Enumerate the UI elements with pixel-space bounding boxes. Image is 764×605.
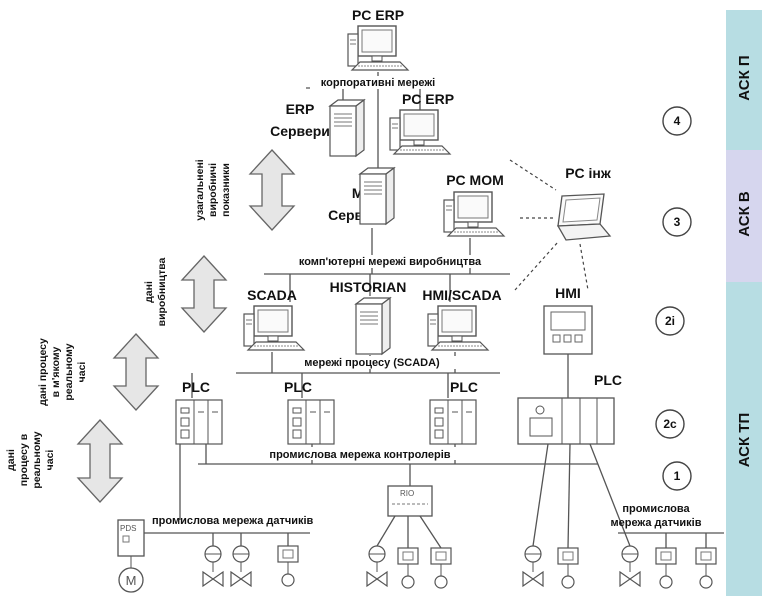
plc-1-label: PLC xyxy=(182,379,210,395)
sensor-6 xyxy=(695,547,717,589)
valve-5 xyxy=(619,545,641,587)
arrow-rt xyxy=(76,419,124,503)
side-label-prod-data: дані виробництва xyxy=(143,257,168,326)
side-label-soft-rt: дані процесу в м'якому реальному часі xyxy=(37,338,88,406)
level-3-label: 3 xyxy=(674,215,681,229)
plc-2 xyxy=(287,399,335,445)
level-2c-marker: 2c xyxy=(655,409,685,439)
scada-label: SCADA xyxy=(247,287,297,303)
valve-4 xyxy=(522,545,544,587)
hmi-panel xyxy=(543,305,593,355)
svg-text:узагальнені: узагальнені xyxy=(194,159,206,220)
hmi-label: HMI xyxy=(555,285,581,301)
pds-drive: PDS M xyxy=(117,519,145,593)
pc-mom-computer xyxy=(443,191,505,237)
network-lines xyxy=(140,72,724,549)
svg-text:показники: показники xyxy=(220,163,232,217)
svg-text:виробничі: виробничі xyxy=(207,163,219,217)
hmi-scada-computer xyxy=(427,305,489,351)
plc-4 xyxy=(517,397,615,445)
erp-server xyxy=(329,99,365,157)
pc-erp-2-label: PC ERP xyxy=(402,91,454,107)
level-4-marker: 4 xyxy=(662,106,692,136)
svg-text:дані: дані xyxy=(5,449,17,471)
pc-mom-label: PC MOM xyxy=(446,172,504,188)
side-label-rt: дані процесу в реальному часі xyxy=(5,431,56,488)
arrow-kpi xyxy=(248,149,296,231)
svg-text:процесу в: процесу в xyxy=(18,433,30,486)
plc-3 xyxy=(429,399,477,445)
left-arrows xyxy=(76,149,296,503)
rio-module: RIO xyxy=(387,485,433,517)
svg-text:дані процесу: дані процесу xyxy=(37,338,49,406)
sensor-3 xyxy=(430,547,452,589)
pc-erp-top-computer xyxy=(347,25,409,71)
level-2i-marker: 2i xyxy=(655,306,685,336)
sensor-1 xyxy=(277,545,299,587)
corporate-network-label: корпоративні мережі xyxy=(321,77,435,89)
process-network-label: мережі процесу (SCADA) xyxy=(304,357,440,369)
pds-label: PDS xyxy=(120,524,136,533)
mom-server xyxy=(359,167,395,225)
historian-server xyxy=(355,297,391,355)
sensor-network-1-label: промислова мережа датчиків xyxy=(152,515,314,527)
valve-3 xyxy=(366,545,388,587)
level-1-marker: 1 xyxy=(662,461,692,491)
plc-1 xyxy=(175,399,223,445)
sensor-2 xyxy=(397,547,419,589)
svg-text:реальному: реальному xyxy=(63,343,75,400)
band-label-ask-p: АСК П xyxy=(736,55,753,100)
pc-erp-2-computer xyxy=(389,109,451,155)
erp-servers-label-2: Сервери xyxy=(270,123,330,139)
arrow-soft-rt xyxy=(112,333,160,411)
plc-2-label: PLC xyxy=(284,379,312,395)
level-3-marker: 3 xyxy=(662,207,692,237)
band-ask-p xyxy=(726,10,762,150)
scada-computer xyxy=(243,305,305,351)
level-1-label: 1 xyxy=(674,469,681,483)
band-label-ask-v: АСК В xyxy=(736,191,753,237)
svg-text:виробництва: виробництва xyxy=(156,257,168,326)
motor-label: M xyxy=(126,573,137,588)
rio-label: RIO xyxy=(400,489,414,498)
svg-text:часі: часі xyxy=(44,450,56,471)
controller-network-label: промислова мережа контролерів xyxy=(269,449,450,461)
plc-4-label: PLC xyxy=(594,372,622,388)
valve-2 xyxy=(230,545,252,587)
plc-3-label: PLC xyxy=(450,379,478,395)
sensor-5 xyxy=(655,547,677,589)
sensor-4 xyxy=(557,547,579,589)
sensor-network-2-label-1: промислова xyxy=(622,503,690,515)
band-ask-v xyxy=(726,150,762,282)
hmi-scada-label: HMI/SCADA xyxy=(422,287,501,303)
level-2i-label: 2i xyxy=(665,314,675,328)
eng-links xyxy=(509,159,589,291)
pc-eng-label: PC інж xyxy=(565,165,612,181)
svg-text:часі: часі xyxy=(76,362,88,383)
sensor-network-2-label-2: мережа датчиків xyxy=(610,517,701,529)
level-4-label: 4 xyxy=(674,114,681,128)
valve-1 xyxy=(202,545,224,587)
pc-erp-top-label: PC ERP xyxy=(352,7,404,23)
svg-text:дані: дані xyxy=(143,281,155,303)
erp-servers-label-1: ERP xyxy=(286,101,315,117)
production-network-label: комп'ютерні мережі виробництва xyxy=(299,256,482,268)
band-label-ask-tp: АСК ТП xyxy=(736,413,753,468)
arrow-prod-data xyxy=(180,255,228,333)
historian-label: HISTORIAN xyxy=(330,279,407,295)
level-2c-label: 2c xyxy=(663,417,677,431)
svg-text:реальному: реальному xyxy=(31,431,43,488)
band-ask-tp xyxy=(726,282,762,596)
svg-text:в м'якому: в м'якому xyxy=(50,347,62,398)
pc-eng-laptop xyxy=(556,193,612,241)
side-label-kpi: узагальнені виробничі показники xyxy=(194,159,232,220)
